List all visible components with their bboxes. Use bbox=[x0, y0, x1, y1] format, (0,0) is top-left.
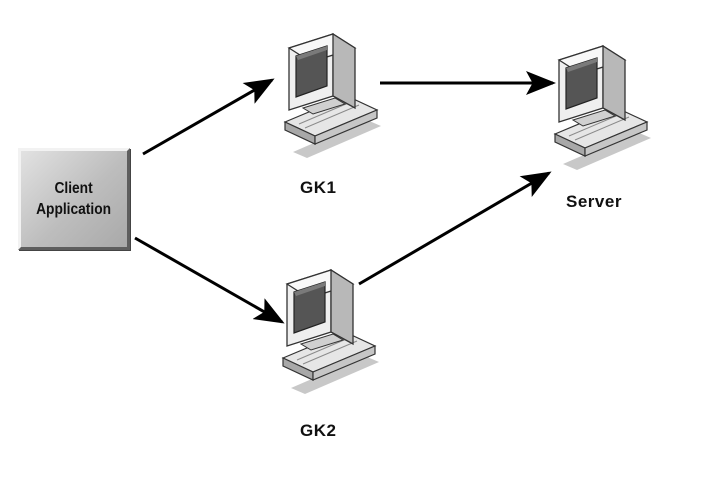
server-computer-icon bbox=[554, 45, 652, 171]
client-application-label: Client Application bbox=[36, 180, 112, 218]
gk1-computer-icon bbox=[284, 33, 382, 159]
gk2-computer-icon bbox=[282, 269, 380, 395]
client-application-box: Client Application bbox=[18, 148, 130, 250]
server-label: Server bbox=[566, 192, 622, 211]
arrow-client-to-gk2 bbox=[134, 236, 285, 324]
arrow-gk2-to-server bbox=[358, 171, 552, 286]
gk2-label: GK2 bbox=[300, 421, 337, 440]
gk1-label: GK1 bbox=[300, 178, 337, 197]
arrow-client-to-gk1 bbox=[142, 78, 275, 156]
